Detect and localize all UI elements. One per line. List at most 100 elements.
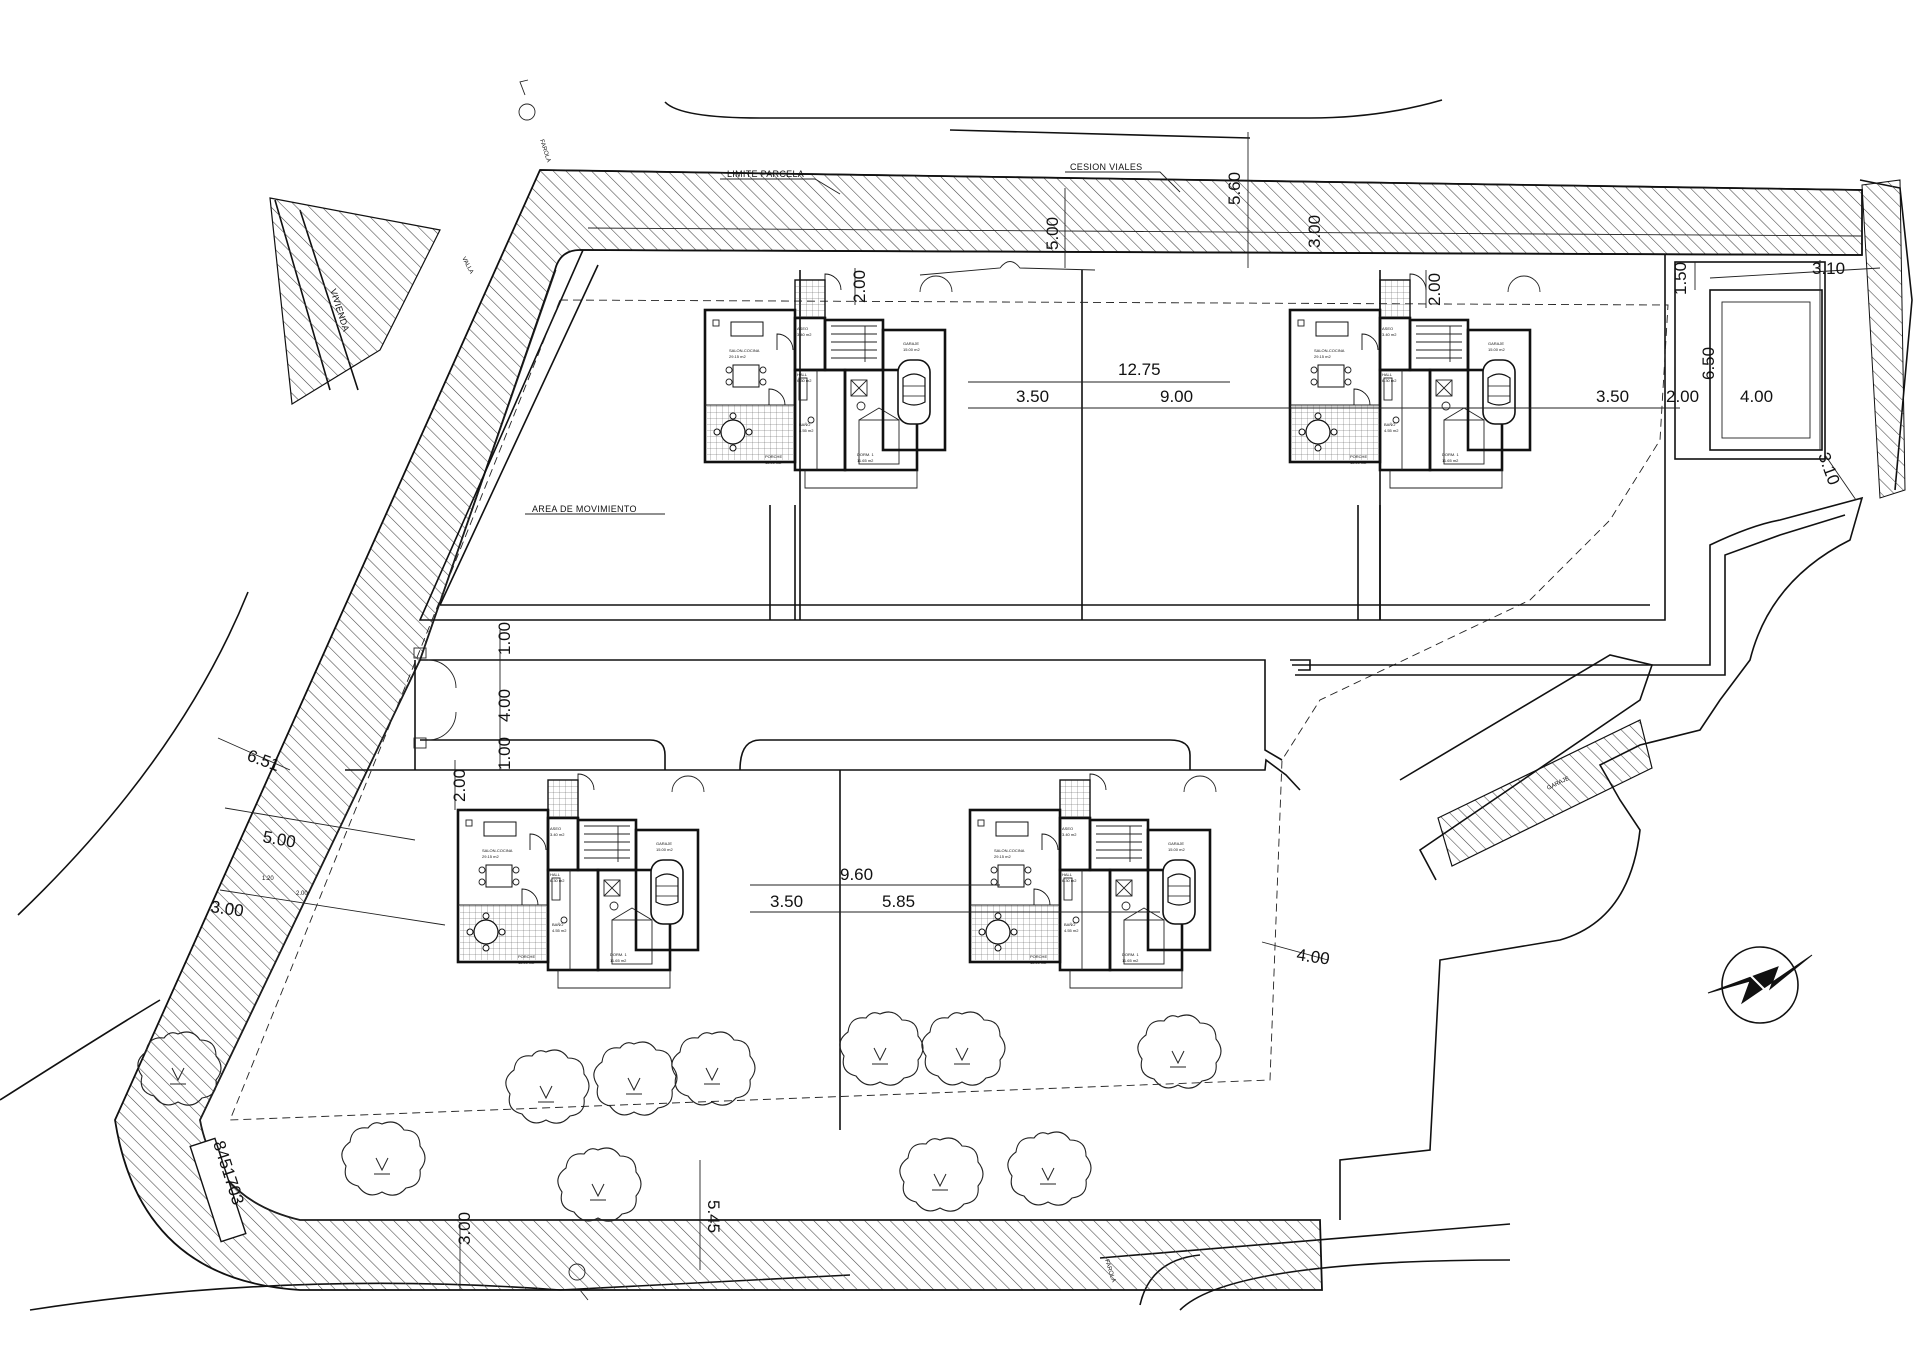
svg-text:BAÑO: BAÑO [1384,422,1395,427]
dim-3-00-left: 3.00 [209,897,244,920]
dim-3-10-top: 3.10 [1812,259,1845,278]
north-arrow-icon [1707,946,1813,1024]
svg-text:BAÑO: BAÑO [1064,922,1075,927]
svg-text:DORM. 1: DORM. 1 [610,952,627,957]
svg-text:PORCHE: PORCHE [518,954,535,959]
svg-text:SALON-COCINA: SALON-COCINA [482,848,513,853]
dim-5-00: 5.00 [1043,217,1062,250]
dim-2-00-left: 2.00 [296,891,308,897]
tree-icon [899,1137,984,1212]
svg-text:6.30 m2: 6.30 m2 [550,878,565,883]
svg-text:PORCHE: PORCHE [1350,454,1367,459]
house-1: SALON-COCINA 29.15 m2 GARAJE 15.00 m2 PO… [705,274,945,488]
svg-text:11.90 m2: 11.90 m2 [518,960,535,965]
neighbour-garage: GARAJE [1437,719,1653,867]
street-lamp-icon: FAROLA [518,79,551,163]
neighbour-building-left: VIVIENDA [269,197,441,406]
dim-6-50: 6.50 [1699,347,1718,380]
tree-icon [1007,1131,1092,1206]
svg-text:4.55 m2: 4.55 m2 [799,428,814,433]
svg-text:DORM. 1: DORM. 1 [857,452,874,457]
neighbour-right-strip [1861,179,1906,499]
svg-text:BAÑO: BAÑO [552,922,563,927]
dim-5-45: 5.45 [704,1200,723,1233]
dim-2-00-house2: 2.00 [1425,273,1444,306]
dim-2-00-pool: 2.00 [1666,387,1699,406]
dim-1-50: 1.50 [1671,262,1690,295]
svg-text:29.15 m2: 29.15 m2 [994,854,1011,859]
svg-text:3.40 m2: 3.40 m2 [1382,332,1397,337]
svg-text:GARAJE: GARAJE [903,341,919,346]
house-3: SALON-COCINA 29.15 m2 GARAJE 15.00 m2 PO… [458,774,698,988]
house-4: SALON-COCINA 29.15 m2 GARAJE 15.00 m2 PO… [970,774,1210,988]
svg-text:4.55 m2: 4.55 m2 [1064,928,1079,933]
svg-text:29.15 m2: 29.15 m2 [482,854,499,859]
svg-text:ASEO: ASEO [1062,826,1073,831]
svg-text:DORM. 1: DORM. 1 [1442,452,1459,457]
svg-text:11.65 m2: 11.65 m2 [1442,458,1459,463]
dim-3-00-bottom: 3.00 [455,1212,474,1245]
farola-label-top: FAROLA [538,139,551,163]
svg-text:15.00 m2: 15.00 m2 [903,347,920,352]
svg-text:HALL: HALL [1062,872,1073,877]
svg-text:11.65 m2: 11.65 m2 [1122,958,1139,963]
svg-text:11.90 m2: 11.90 m2 [1350,460,1367,465]
svg-text:15.00 m2: 15.00 m2 [1168,847,1185,852]
svg-text:ASEO: ASEO [797,326,808,331]
svg-text:11.65 m2: 11.65 m2 [610,958,627,963]
cesion-viales-label: CESION VIALES [1070,162,1142,172]
tree-icon [921,1011,1006,1086]
dimension-lines [217,132,1881,1290]
svg-text:4.55 m2: 4.55 m2 [552,928,567,933]
svg-text:11.65 m2: 11.65 m2 [857,458,874,463]
area-movimiento-label: AREA DE MOVIMIENTO [532,504,637,514]
tree-icon [1137,1014,1222,1089]
tree-icon [557,1147,642,1222]
dim-3-50-c: 3.50 [770,892,803,911]
svg-text:ASEO: ASEO [1382,326,1393,331]
svg-text:PORCHE: PORCHE [765,454,782,459]
tree-icon [505,1049,590,1124]
svg-text:29.15 m2: 29.15 m2 [1314,354,1331,359]
dim-3-10-side: 3.10 [1814,450,1843,488]
svg-text:ASEO: ASEO [550,826,561,831]
svg-text:11.90 m2: 11.90 m2 [765,460,782,465]
tree-icon [839,1011,924,1086]
swimming-pool [1674,261,1826,460]
dim-12-75: 12.75 [1118,360,1161,379]
house-2: SALON-COCINA 29.15 m2 GARAJE 15.00 m2 PO… [1290,274,1530,488]
dim-9-00: 9.00 [1160,387,1193,406]
svg-text:3.40 m2: 3.40 m2 [797,332,812,337]
svg-text:GARAJE: GARAJE [1168,841,1184,846]
dim-5-85: 5.85 [882,892,915,911]
svg-text:3.40 m2: 3.40 m2 [1062,832,1077,837]
upper-lots [418,249,1666,621]
dim-4-00-path: 4.00 [495,689,514,722]
svg-text:29.15 m2: 29.15 m2 [729,354,746,359]
svg-text:HALL: HALL [550,872,561,877]
svg-text:HALL: HALL [797,372,808,377]
svg-text:GARAJE: GARAJE [1488,341,1504,346]
svg-text:6.30 m2: 6.30 m2 [1062,878,1077,883]
dim-1-00-b: 1.00 [495,737,514,770]
trees [137,1011,1222,1222]
tree-icon [671,1031,756,1106]
svg-text:SALON-COCINA: SALON-COCINA [994,848,1025,853]
svg-text:BAÑO: BAÑO [799,422,810,427]
dim-3-50-a: 3.50 [1016,387,1049,406]
area-movimiento: AREA DE MOVIMIENTO [229,299,1669,1121]
dim-6-51: 6.51 [245,746,283,775]
svg-text:SALON-COCINA: SALON-COCINA [1314,348,1345,353]
dim-3-50-b: 3.50 [1596,387,1629,406]
dim-2-00-house1: 2.00 [850,270,869,303]
limite-parcela-label: LIMITE PARCELA [727,169,804,179]
plot-boundary-band: 8451703 [114,169,1863,1291]
svg-text:GARAJE: GARAJE [656,841,672,846]
svg-text:4.55 m2: 4.55 m2 [1384,428,1399,433]
dim-4-00-pool: 4.00 [1740,387,1773,406]
svg-text:3.40 m2: 3.40 m2 [550,832,565,837]
central-path [413,647,1283,771]
entrance-doors [671,275,1541,793]
dim-5-60: 5.60 [1225,172,1244,205]
